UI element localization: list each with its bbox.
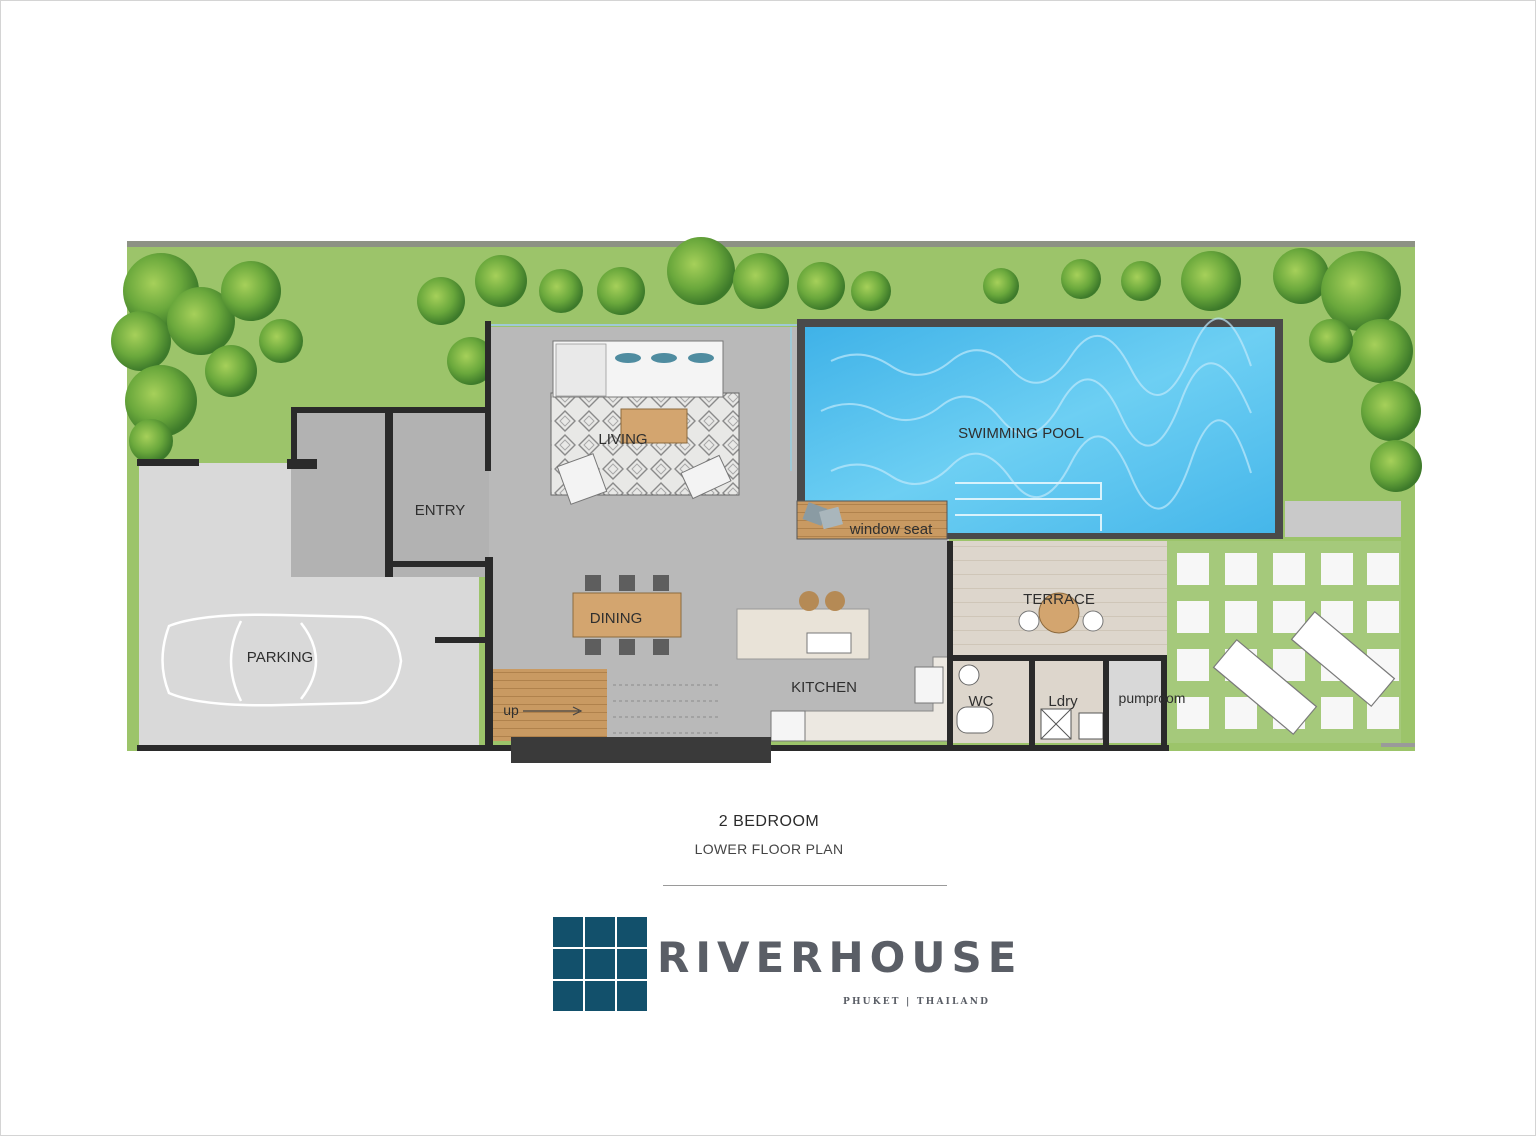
- living-furniture: [550, 340, 740, 505]
- glazing: [491, 324, 797, 471]
- pool-steps: [955, 482, 1102, 531]
- garden-boundary-wall: [127, 241, 1415, 247]
- room-label-laundry: Ldry: [1048, 693, 1078, 710]
- sun-loungers: [1212, 610, 1396, 736]
- cooktop: [914, 666, 944, 704]
- armchair: [680, 454, 732, 500]
- pool-ripples: [820, 317, 1252, 510]
- plan-subtitle: LOWER FLOOR PLAN: [694, 841, 844, 857]
- car-icon: [161, 613, 403, 707]
- room-label-entry: ENTRY: [415, 502, 466, 519]
- pumproom-floor: [1109, 659, 1167, 743]
- title-block: 2 BEDROOM LOWER FLOOR PLAN: [1, 813, 1536, 857]
- room-label-swimming-pool: SWIMMING POOL: [958, 425, 1084, 442]
- toilet-icon: [956, 664, 994, 734]
- room-label-parking: PARKING: [247, 649, 313, 666]
- pool-deck-strip: [1285, 501, 1401, 537]
- kitchen-furniture: [736, 591, 950, 742]
- boundary-wall: [511, 737, 771, 763]
- room-label-terrace: TERRACE: [1023, 591, 1095, 608]
- armchair: [556, 453, 608, 505]
- terrace-furniture: [1018, 592, 1104, 634]
- room-label-dining: DINING: [590, 610, 643, 627]
- coffee-table: [620, 408, 688, 444]
- room-label-wc: WC: [969, 693, 994, 710]
- walls: [137, 321, 1415, 763]
- title-divider: [663, 885, 947, 886]
- cushion-icons: [615, 353, 714, 363]
- fridge: [770, 710, 806, 742]
- brand-tagline: PHUKET | THAILAND: [843, 997, 991, 1007]
- brand-name: RIVERHOUSE: [657, 933, 1023, 982]
- washing-machine-icon: [1040, 708, 1104, 740]
- sink: [806, 632, 852, 654]
- room-label-pumproom: pumproom: [1119, 690, 1186, 706]
- dining-table: [572, 592, 682, 638]
- logo-grid-icon: [553, 917, 647, 1011]
- dining-furniture: [572, 575, 682, 655]
- room-label-window-seat: window seat: [849, 521, 933, 538]
- staircase: [491, 669, 721, 741]
- trees-and-shrubs: [111, 237, 1422, 492]
- room-label-living: LIVING: [598, 431, 647, 448]
- room-labels: LIVING SWIMMING POOL ENTRY window seat D…: [247, 425, 1186, 718]
- floor-plan-drawing: LIVING SWIMMING POOL ENTRY window seat D…: [111, 237, 1422, 763]
- stairs-label: up: [503, 702, 519, 718]
- plan-title: 2 BEDROOM: [718, 813, 820, 830]
- room-label-kitchen: KITCHEN: [791, 679, 857, 696]
